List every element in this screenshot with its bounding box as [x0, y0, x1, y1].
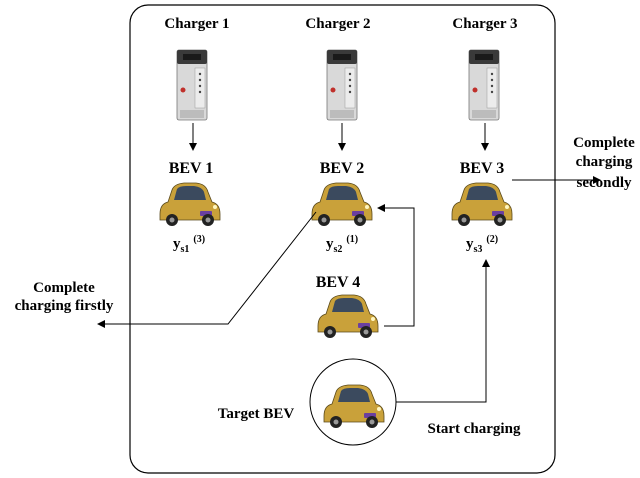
charger-3-label: Charger 3: [452, 16, 517, 32]
bev-3-car-icon: [452, 183, 512, 226]
target-bev-label: Target BEV: [218, 406, 295, 422]
charger-3-icon: [469, 50, 499, 120]
bev-1-car-icon: [160, 183, 220, 226]
bev-2-car-icon: [312, 183, 372, 226]
charger-1-icon: [177, 50, 207, 120]
bev-1-label: BEV 1: [169, 160, 214, 177]
charger-2-icon: [327, 50, 357, 120]
complete-first-line1: Complete: [33, 280, 95, 296]
bev-3-label: BEV 3: [460, 160, 505, 177]
bev-4-car-icon: [318, 295, 378, 338]
start-charging-arrow: [396, 260, 486, 402]
complete-second-line3: secondly: [576, 175, 632, 191]
bev-2-variable: ys2(1): [326, 234, 358, 255]
complete-second-line1: Complete: [573, 135, 635, 151]
bev-3-variable: ys3(2): [466, 234, 498, 255]
bev-1-variable: ys1(3): [173, 234, 205, 255]
charger-2-label: Charger 2: [305, 16, 370, 32]
complete-first-arrow: [98, 212, 316, 324]
bev-4-to-charger-2-arrow: [378, 208, 414, 326]
complete-second-line2: charging: [576, 154, 633, 170]
bev-4-label: BEV 4: [316, 274, 361, 291]
charger-1-label: Charger 1: [164, 16, 229, 32]
start-charging-label: Start charging: [428, 421, 521, 437]
target-bev-car-icon: [324, 385, 384, 428]
bev-2-label: BEV 2: [320, 160, 365, 177]
complete-first-line2: charging firstly: [15, 298, 114, 314]
